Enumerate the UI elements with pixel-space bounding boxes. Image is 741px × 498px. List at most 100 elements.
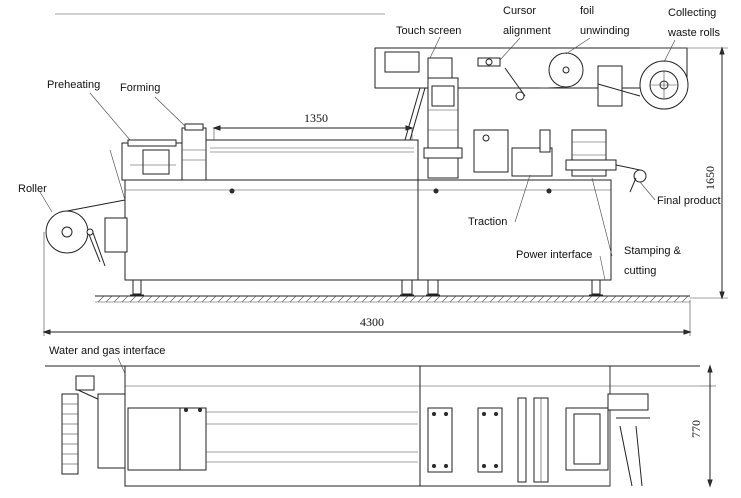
traction-unit <box>473 129 553 177</box>
floor <box>95 295 690 303</box>
label-final-product: Final product <box>657 195 721 207</box>
floor-hatch-line <box>601 295 609 303</box>
floor-hatch-line <box>257 295 265 303</box>
roller-unit <box>45 149 128 267</box>
floor-hatch-line <box>305 295 313 303</box>
floor-hatch-line <box>633 295 641 303</box>
dimension-770-value: 770 <box>689 420 703 438</box>
floor-hatch-line <box>521 295 529 303</box>
floor-hatch-line <box>97 295 105 303</box>
floor-hatch-line <box>681 295 689 303</box>
floor-hatch-line <box>225 295 233 303</box>
floor-hatch-line <box>313 295 321 303</box>
floor-hatch-line <box>553 295 561 303</box>
floor-hatch-line <box>161 295 169 303</box>
leader-lines <box>39 36 676 281</box>
floor-hatch-line <box>409 295 417 303</box>
preheating-station <box>121 139 183 181</box>
floor-hatch-line <box>193 295 201 303</box>
label-water-gas-interface: Water and gas interface <box>49 345 165 357</box>
floor-hatch-line <box>233 295 241 303</box>
legs <box>130 279 603 296</box>
floor-hatch-line <box>361 295 369 303</box>
floor-hatch-line <box>649 295 657 303</box>
stamping-cutting-unit <box>565 129 647 193</box>
right-cabinet <box>417 179 612 281</box>
floor-hatch-line <box>217 295 225 303</box>
dimension-1650: 1650 <box>640 46 728 300</box>
label-foil-unwinding-1: foil <box>580 5 594 17</box>
floor-hatch-line <box>289 295 297 303</box>
floor-hatch-line <box>177 295 185 303</box>
dimension-4300: 4300 <box>42 232 692 336</box>
floor-hatch-line <box>473 295 481 303</box>
floor-hatch-line <box>481 295 489 303</box>
floor-hatch-line <box>185 295 193 303</box>
floor-hatch-line <box>441 295 449 303</box>
floor-hatch-line <box>513 295 521 303</box>
floor-hatch-line <box>153 295 161 303</box>
floor-hatch-line <box>105 295 113 303</box>
label-cursor-alignment-2: alignment <box>503 25 551 37</box>
floor-hatch-line <box>281 295 289 303</box>
label-preheating: Preheating <box>47 79 100 91</box>
floor-hatch-line <box>137 295 145 303</box>
floor-hatch-line <box>457 295 465 303</box>
floor-hatch-line <box>353 295 361 303</box>
label-foil-unwinding-2: unwinding <box>580 25 630 37</box>
floor-hatch-line <box>329 295 337 303</box>
floor-hatch-line <box>345 295 353 303</box>
label-traction: Traction <box>468 216 507 228</box>
floor-hatch-line <box>321 295 329 303</box>
floor-hatch-line <box>465 295 473 303</box>
dimension-4300-value: 4300 <box>360 315 384 329</box>
side-view: 1350 4300 1650 <box>18 5 728 336</box>
floor-hatch-line <box>497 295 505 303</box>
dimension-1350: 1350 <box>212 111 414 131</box>
floor-hatch-line <box>609 295 617 303</box>
floor-hatch-line <box>425 295 433 303</box>
label-collecting-2: waste rolls <box>667 27 720 39</box>
floor-hatch-line <box>673 295 681 303</box>
floor-hatch-line <box>241 295 249 303</box>
dimension-1650-value: 1650 <box>703 166 717 190</box>
floor-hatch-line <box>273 295 281 303</box>
film-track <box>205 128 419 181</box>
dimension-770: 770 <box>689 364 716 488</box>
label-cursor-alignment-1: Cursor <box>503 5 536 17</box>
touch-screen-display <box>384 51 420 73</box>
floor-hatch-line <box>625 295 633 303</box>
floor-hatch-line <box>129 295 137 303</box>
forming-station <box>181 123 207 181</box>
floor-hatch-line <box>369 295 377 303</box>
label-stamping-cutting-1: Stamping & <box>624 245 682 257</box>
floor-hatch-line <box>577 295 585 303</box>
floor-hatch-line <box>297 295 305 303</box>
floor-hatch-line <box>201 295 209 303</box>
floor-hatch-line <box>385 295 393 303</box>
floor-hatch-line <box>417 295 425 303</box>
floor-hatch-line <box>337 295 345 303</box>
floor-hatch-line <box>505 295 513 303</box>
floor-hatch-line <box>593 295 601 303</box>
floor-hatch-line <box>537 295 545 303</box>
floor-hatch-line <box>169 295 177 303</box>
floor-hatch-line <box>489 295 497 303</box>
label-forming: Forming <box>120 82 160 94</box>
floor-hatch-line <box>209 295 217 303</box>
floor-hatch-line <box>393 295 401 303</box>
floor-hatch-line <box>377 295 385 303</box>
label-power-interface: Power interface <box>516 249 592 261</box>
floor-hatch-line <box>545 295 553 303</box>
water-gas-assembly <box>61 375 126 475</box>
floor-hatch-line <box>113 295 121 303</box>
floor-hatch-line <box>401 295 409 303</box>
dimension-1350-value: 1350 <box>304 111 328 125</box>
floor-hatch-line <box>265 295 273 303</box>
label-touch-screen: Touch screen <box>396 25 461 37</box>
floor-hatch-line <box>433 295 441 303</box>
top-view: Water and gas interface <box>45 345 716 488</box>
floor-hatch-line <box>657 295 665 303</box>
floor-hatch-line <box>145 295 153 303</box>
